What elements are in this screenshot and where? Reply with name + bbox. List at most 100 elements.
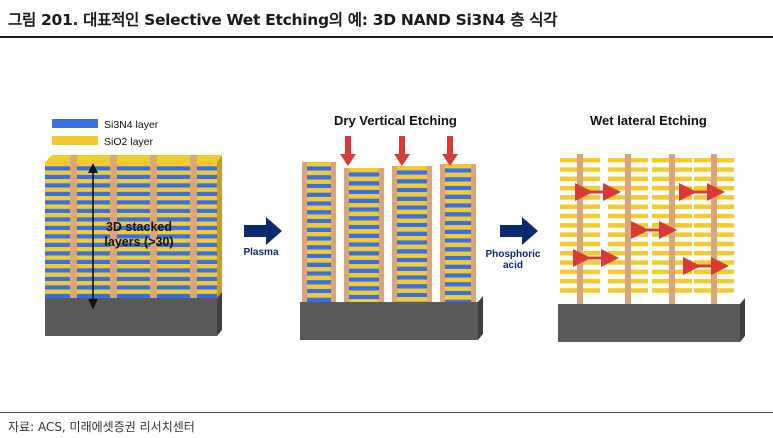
- layer-stripe: [392, 257, 432, 263]
- layer-stripe: [392, 183, 432, 188]
- layer-stripe: [440, 207, 476, 213]
- channel-pillar: [427, 166, 432, 306]
- layer-stripe: [45, 285, 217, 290]
- layer-stripe: [45, 225, 217, 230]
- layer-stripe: [440, 234, 476, 239]
- layer-stripe: [440, 299, 476, 304]
- etch-arrow-shaft: [447, 136, 453, 156]
- layer-stripe: [344, 168, 384, 173]
- etch-arrow-shaft: [345, 136, 351, 156]
- layer-stripe: [392, 174, 432, 180]
- layer-stripe: [344, 181, 384, 186]
- channel-pillar: [344, 168, 349, 308]
- layer-stripe: [440, 229, 476, 234]
- layer-stripe: [392, 292, 432, 298]
- substrate: [300, 302, 478, 340]
- channel-pillar: [440, 164, 445, 304]
- stack-top-face: [45, 155, 222, 162]
- layer-stripe: [344, 211, 384, 217]
- layer-stripe: [45, 200, 217, 205]
- layer-stripe: [45, 187, 217, 192]
- layer-stripe: [45, 251, 217, 256]
- layer-stripe: [392, 196, 432, 201]
- stacked-layers-label-line1: 3D stacked: [105, 220, 172, 234]
- layer-stripe: [392, 231, 432, 236]
- layer-stripe: [302, 275, 336, 281]
- layer-stripe: [302, 249, 336, 254]
- layer-stripe: [344, 220, 384, 225]
- layer-stripe: [45, 238, 217, 243]
- layer-stripe: [344, 299, 384, 304]
- layer-stripe: [344, 246, 384, 252]
- layer-stripe: [45, 264, 217, 269]
- layer-stripe: [302, 175, 336, 180]
- layer-stripe: [302, 227, 336, 232]
- layer-stripe: [344, 207, 384, 212]
- layer-stripe: [45, 259, 217, 264]
- layer-stripe: [440, 203, 476, 208]
- layer-stripe: [392, 284, 432, 289]
- layer-stripe: [344, 286, 384, 291]
- layer-stripe: [392, 271, 432, 276]
- layer-stripe: [440, 199, 476, 204]
- layer-stripe: [344, 242, 384, 247]
- layer-stripe: [392, 249, 432, 254]
- channel-pillar: [70, 155, 77, 298]
- layer-stripe: [392, 214, 432, 219]
- layer-stripe: [440, 177, 476, 182]
- plasma-label: Plasma: [243, 247, 279, 258]
- layer-stripe: [45, 289, 217, 294]
- panel-dry-etching: [300, 136, 483, 340]
- layer-stripe: [344, 172, 384, 177]
- layer-stripe: [302, 245, 336, 250]
- layer-stripe: [392, 279, 432, 285]
- layer-stripe: [45, 221, 217, 226]
- substrate-side: [740, 298, 745, 342]
- layer-stripe: [344, 176, 384, 182]
- phosphoric-acid-label: Phosphoric acid: [478, 249, 548, 271]
- layer-stripe: [344, 216, 384, 221]
- layer-stripe: [344, 233, 384, 238]
- substrate-side: [217, 292, 222, 336]
- layer-stripe: [440, 251, 476, 256]
- layer-stripe: [440, 216, 476, 221]
- substrate: [558, 304, 740, 342]
- layer-stripe: [45, 281, 217, 286]
- layer-stripe: [440, 190, 476, 195]
- layer-stripe: [440, 212, 476, 217]
- layer-stripe: [302, 232, 336, 237]
- layer-stripe: [45, 255, 217, 260]
- substrate: [45, 298, 217, 336]
- channel-pillar: [669, 154, 675, 304]
- layer-stripe: [302, 214, 336, 219]
- layer-stripe: [344, 281, 384, 287]
- layer-stripe: [45, 183, 217, 188]
- layer-stripe: [302, 267, 336, 272]
- layer-stripe: [440, 247, 476, 252]
- panel-stacked-layers: [45, 119, 222, 336]
- layer-stripe: [392, 288, 432, 293]
- layer-stripe: [440, 282, 476, 287]
- layer-stripe: [392, 209, 432, 215]
- layer-stripe: [344, 273, 384, 278]
- layer-stripe: [440, 286, 476, 291]
- layer-stripe: [302, 223, 336, 228]
- layer-stripe: [392, 218, 432, 223]
- stacked-layers-label: 3D stacked layers (>30): [100, 220, 178, 250]
- layer-stripe: [45, 230, 217, 235]
- layer-stripe: [392, 244, 432, 250]
- channel-pillar: [577, 154, 583, 304]
- layer-stripe: [45, 170, 217, 175]
- layer-stripe: [392, 192, 432, 197]
- etch-arrow-head: [340, 154, 356, 166]
- layer-stripe: [440, 220, 476, 226]
- stacked-layers-label-line2: layers (>30): [104, 235, 174, 249]
- layer-stripe: [392, 262, 432, 267]
- layer-stripe: [392, 205, 432, 210]
- layer-stripe: [302, 170, 336, 176]
- layer-stripe: [45, 217, 217, 222]
- layer-stripe: [344, 259, 384, 265]
- layer-stripe: [45, 196, 217, 201]
- phosphoric-acid-label-line1: Phosphoric: [485, 249, 541, 260]
- channel-pillar: [302, 162, 307, 302]
